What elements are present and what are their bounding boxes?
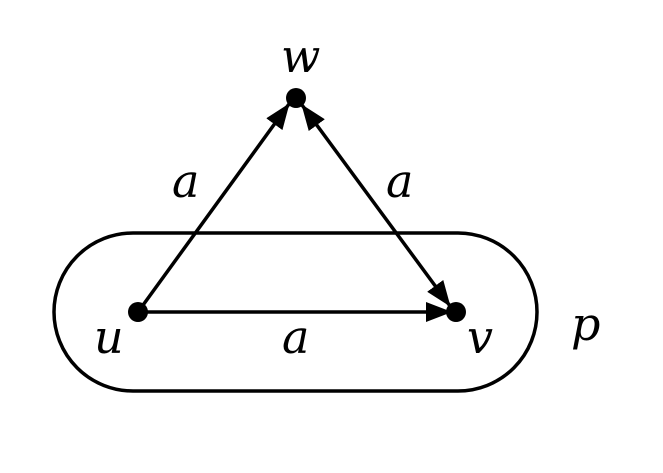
node-u bbox=[128, 302, 148, 322]
edge-u-w bbox=[136, 102, 291, 314]
edge-label-u-v: a bbox=[282, 310, 309, 364]
node-label-u: u bbox=[94, 310, 124, 364]
node-w bbox=[286, 88, 306, 108]
edge-label-u-w: a bbox=[172, 154, 199, 208]
region-label-p: p bbox=[571, 297, 600, 351]
node-label-w: w bbox=[281, 29, 320, 83]
node-label-v: v bbox=[467, 310, 493, 364]
node-v bbox=[446, 302, 466, 322]
edge-label-w-v: a bbox=[386, 154, 413, 208]
region-p-boundary bbox=[52, 231, 539, 393]
edge-w-v bbox=[300, 103, 452, 308]
